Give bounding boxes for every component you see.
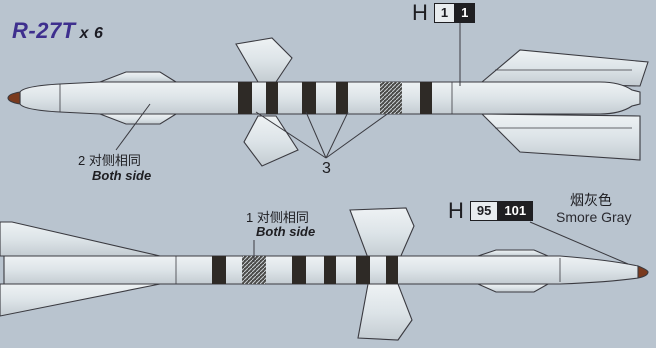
paint-code-light: 95 [469, 201, 499, 221]
top-mid-fin-lower [243, 115, 299, 167]
callout-2-both-side: Both side [92, 168, 152, 183]
bottom-strake-lower [477, 283, 551, 293]
bottom-mid-fin-lower [357, 283, 413, 341]
top-stripe-hatched [380, 82, 402, 114]
bottom-paint-code: H 95 101 [448, 198, 534, 224]
top-body [19, 81, 641, 115]
top-rear-fin-lower [480, 113, 641, 161]
top-front-strake-lower [99, 113, 178, 125]
top-paint-code: H 1 1 [412, 0, 476, 26]
bottom-body [3, 255, 641, 285]
bottom-mid-fin-upper [349, 207, 415, 259]
top-stripe [420, 82, 432, 114]
top-stripe [238, 82, 252, 114]
top-mid-fin-upper [235, 37, 293, 83]
top-stripe [266, 82, 278, 114]
callout-3-label: 3 [322, 160, 331, 177]
bottom-strake-upper [477, 249, 549, 257]
top-stripe [336, 82, 348, 114]
top-front-strake-upper [99, 71, 178, 83]
top-rear-fin-upper [480, 49, 649, 87]
paint-brand-letter: H [412, 0, 428, 25]
paint-code-light: 1 [433, 3, 456, 23]
missile-name: R-27T [12, 18, 76, 43]
bottom-stripe [212, 256, 226, 284]
top-stripe [302, 82, 316, 114]
color-name-chinese: 烟灰色 [570, 192, 612, 208]
callout-1-both-side: Both side [256, 224, 316, 239]
callout-1-label: 1 对侧相同 [246, 210, 309, 225]
paint-code-dark: 1 [455, 3, 476, 23]
bottom-nose-tip [637, 265, 649, 279]
bottom-missile [0, 207, 649, 341]
bottom-rear-fin-lower [0, 283, 161, 317]
color-name-english: Smore Gray [556, 209, 632, 225]
bottom-rear-fin-upper [0, 221, 161, 257]
top-missile [7, 20, 649, 167]
missile-quantity: x 6 [79, 25, 104, 42]
bottom-stripe [356, 256, 370, 284]
paint-code-dark: 101 [498, 201, 534, 221]
bottom-stripe [324, 256, 336, 284]
bottom-stripe [292, 256, 306, 284]
paint-brand-letter: H [448, 198, 464, 223]
bottom-stripe [386, 256, 398, 284]
top-nose-tip [7, 91, 21, 105]
callout-2-label: 2 对侧相同 [78, 153, 141, 168]
